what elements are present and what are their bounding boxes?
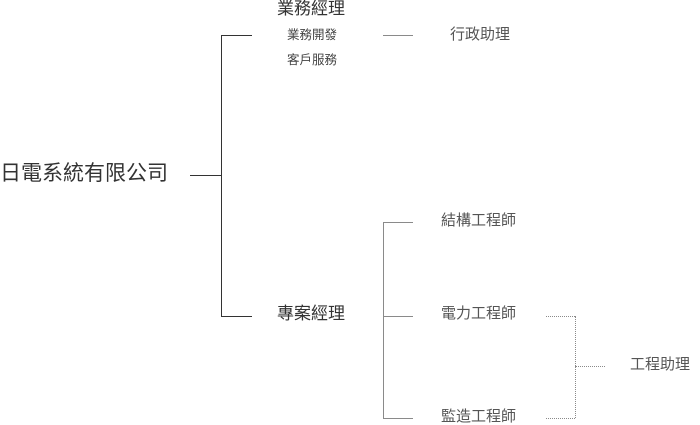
connector-to-sales-manager <box>221 35 252 36</box>
connector-to-structural-engineer <box>383 222 413 223</box>
connector-to-supervision-engineer <box>383 418 413 419</box>
connector-to-project-manager <box>221 316 252 317</box>
node-project-manager: 專案經理 <box>277 304 345 324</box>
dotted-connector-supervision <box>546 418 575 419</box>
connector-engineers-vertical <box>383 222 384 418</box>
connector-to-admin-assistant <box>383 35 413 36</box>
node-electrical-engineer: 電力工程師 <box>441 304 517 322</box>
dotted-connector-electrical <box>546 316 575 317</box>
connector-to-electrical-engineer <box>383 316 413 317</box>
node-admin-assistant: 行政助理 <box>450 25 511 43</box>
node-sales-manager: 業務經理 <box>277 0 345 19</box>
dotted-connector-to-engineering-assistant <box>575 366 605 367</box>
node-sales-duty-business-development: 業務開發 <box>287 27 338 42</box>
dotted-connector-vertical <box>575 316 576 418</box>
node-supervision-engineer: 監造工程師 <box>441 407 517 425</box>
connector-root-stub <box>190 175 221 176</box>
root-node-company: 日電系統有限公司 <box>0 161 168 185</box>
connector-root-vertical <box>221 35 222 316</box>
node-engineering-assistant: 工程助理 <box>630 355 691 373</box>
node-sales-duty-customer-service: 客戶服務 <box>287 52 338 67</box>
node-structural-engineer: 結構工程師 <box>441 211 517 229</box>
